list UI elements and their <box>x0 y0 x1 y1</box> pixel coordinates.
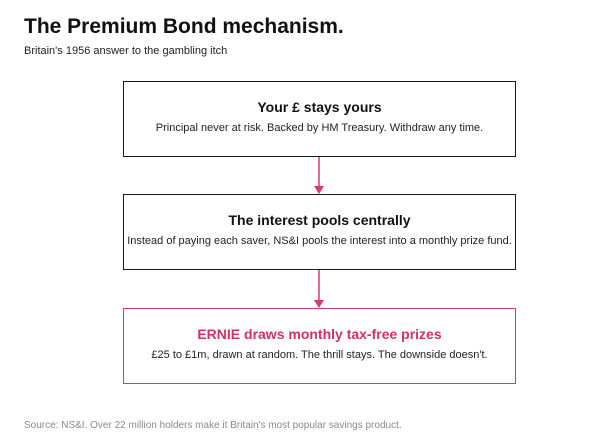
flow-step-ernie-draw: ERNIE draws monthly tax-free prizes £25 … <box>123 308 516 384</box>
flow-arrow-down <box>314 270 324 308</box>
flow-step-text: Instead of paying each saver, NS&I pools… <box>127 235 512 247</box>
flow-step-interest-pool: The interest pools centrally Instead of … <box>123 194 516 270</box>
flow-step-heading: The interest pools centrally <box>228 212 411 228</box>
page-subtitle: Britain's 1956 answer to the gambling it… <box>24 45 228 57</box>
flow-step-text: £25 to £1m, drawn at random. The thrill … <box>151 349 488 361</box>
flow-step-heading: ERNIE draws monthly tax-free prizes <box>197 326 442 342</box>
flow-step-text: Principal never at risk. Backed by HM Tr… <box>155 122 484 134</box>
page-title: The Premium Bond mechanism. <box>24 15 344 38</box>
source-note: Source: NS&I. Over 22 million holders ma… <box>24 420 402 431</box>
flow-step-principal: Your £ stays yours Principal never at ri… <box>123 81 516 157</box>
flow-arrow-down <box>314 157 324 194</box>
flow-step-heading: Your £ stays yours <box>257 99 382 115</box>
